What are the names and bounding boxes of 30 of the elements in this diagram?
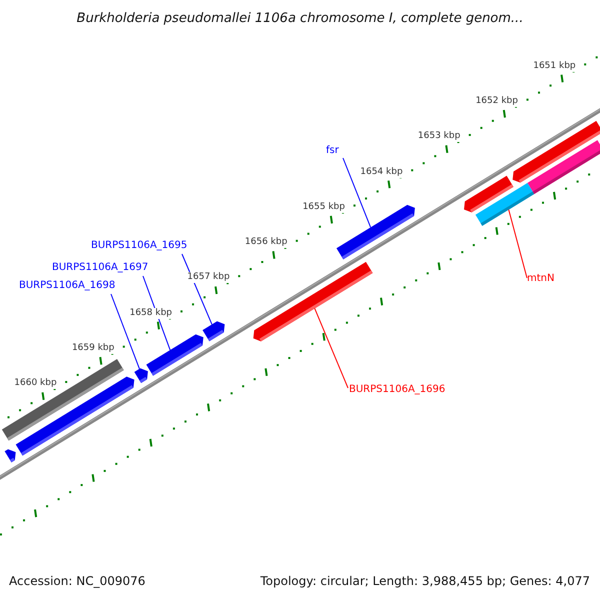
scale-label: 1659 kbp xyxy=(70,343,116,354)
leader-line xyxy=(314,308,348,388)
gene-label: BURPS1106A_1695 xyxy=(91,241,188,251)
gene-bar xyxy=(4,449,16,462)
gene-bar xyxy=(202,321,225,342)
scale-label: 1657 kbp xyxy=(186,272,231,284)
gene-bar xyxy=(134,368,148,384)
gene-bar xyxy=(146,334,204,376)
genome-info-text: Topology: circular; Length: 3,988,455 bp; Genes: 4,077 xyxy=(260,575,590,587)
scale-label: 1655 kbp xyxy=(302,202,346,213)
map-title: Burkholderia pseudomallei 1106a chromosome I, complete genom... xyxy=(76,12,524,25)
gene-label: mtnN xyxy=(527,274,554,284)
gene-label: fsr xyxy=(326,146,339,156)
leader-line xyxy=(342,158,372,228)
scale-label: 1653 kbp xyxy=(416,131,462,142)
scale-label: 1651 kbp xyxy=(532,60,577,72)
gene-bar xyxy=(253,262,373,342)
gene-label: BURPS1106A_1696 xyxy=(349,385,446,395)
accession-text: Accession: NC_009076 xyxy=(9,575,146,587)
leader-line xyxy=(110,294,140,370)
scale-label: 1658 kbp xyxy=(128,308,173,319)
scale-label: 1656 kbp xyxy=(244,237,288,248)
scale-label: 1654 kbp xyxy=(359,166,404,178)
gene-label: BURPS1106A_1697 xyxy=(52,263,148,273)
gene-bar xyxy=(527,140,600,194)
scale-label: 1652 kbp xyxy=(474,96,519,107)
leader-line xyxy=(508,209,528,278)
scale-label: 1660 kbp xyxy=(13,378,58,390)
gene-bar xyxy=(475,182,534,226)
gene-label: BURPS1106A_1698 xyxy=(19,281,116,291)
